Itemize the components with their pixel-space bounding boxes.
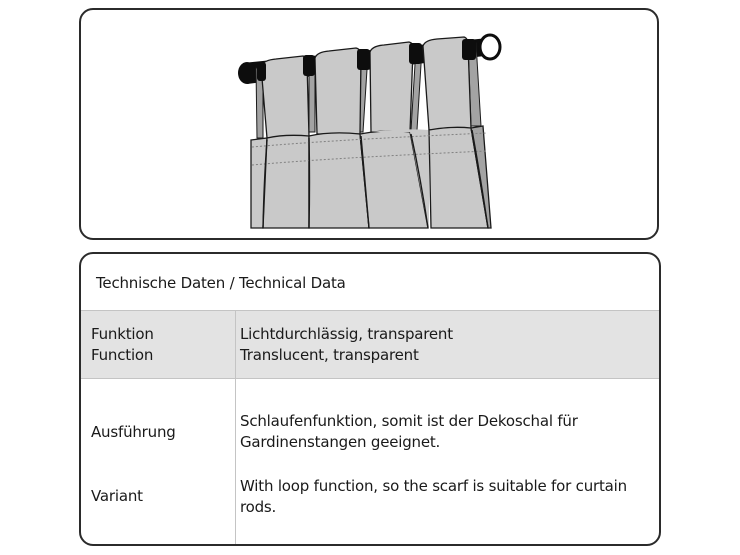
column-divider [235, 310, 236, 544]
function-value: Lichtdurchlässig, transparent Translucen… [240, 324, 453, 366]
function-label-en: Function [91, 346, 154, 364]
curtain-folds [262, 129, 489, 229]
loop-straps [260, 36, 472, 139]
function-label-de: Funktion [91, 325, 154, 343]
product-illustration-panel [79, 8, 659, 240]
function-value-en: Translucent, transparent [240, 346, 419, 364]
variant-label-de: Ausführung [91, 423, 176, 441]
table-title: Technische Daten / Technical Data [96, 274, 346, 292]
curtain-seams [251, 132, 488, 166]
table-row-function [81, 310, 659, 379]
variant-label-en: Variant [91, 487, 143, 505]
variant-value-de-line2: Gardinenstangen geeignet. [240, 433, 441, 451]
variant-value-en-line1: With loop function, so the scarf is suit… [240, 477, 627, 495]
variant-value-de-line1: Schlaufenfunktion, somit ist der Dekosch… [240, 412, 578, 430]
function-label: Funktion Function [91, 324, 154, 366]
technical-data-table: Technische Daten / Technical Data Funkti… [79, 252, 661, 546]
variant-value-en-line2: rods. [240, 498, 277, 516]
curtain-loop-icon [238, 33, 502, 229]
function-value-de: Lichtdurchlässig, transparent [240, 325, 453, 343]
variant-value-de: Schlaufenfunktion, somit ist der Dekosch… [240, 411, 578, 453]
variant-value-en: With loop function, so the scarf is suit… [240, 476, 627, 518]
curtain-body [250, 125, 492, 229]
rod-highlights [257, 39, 476, 81]
